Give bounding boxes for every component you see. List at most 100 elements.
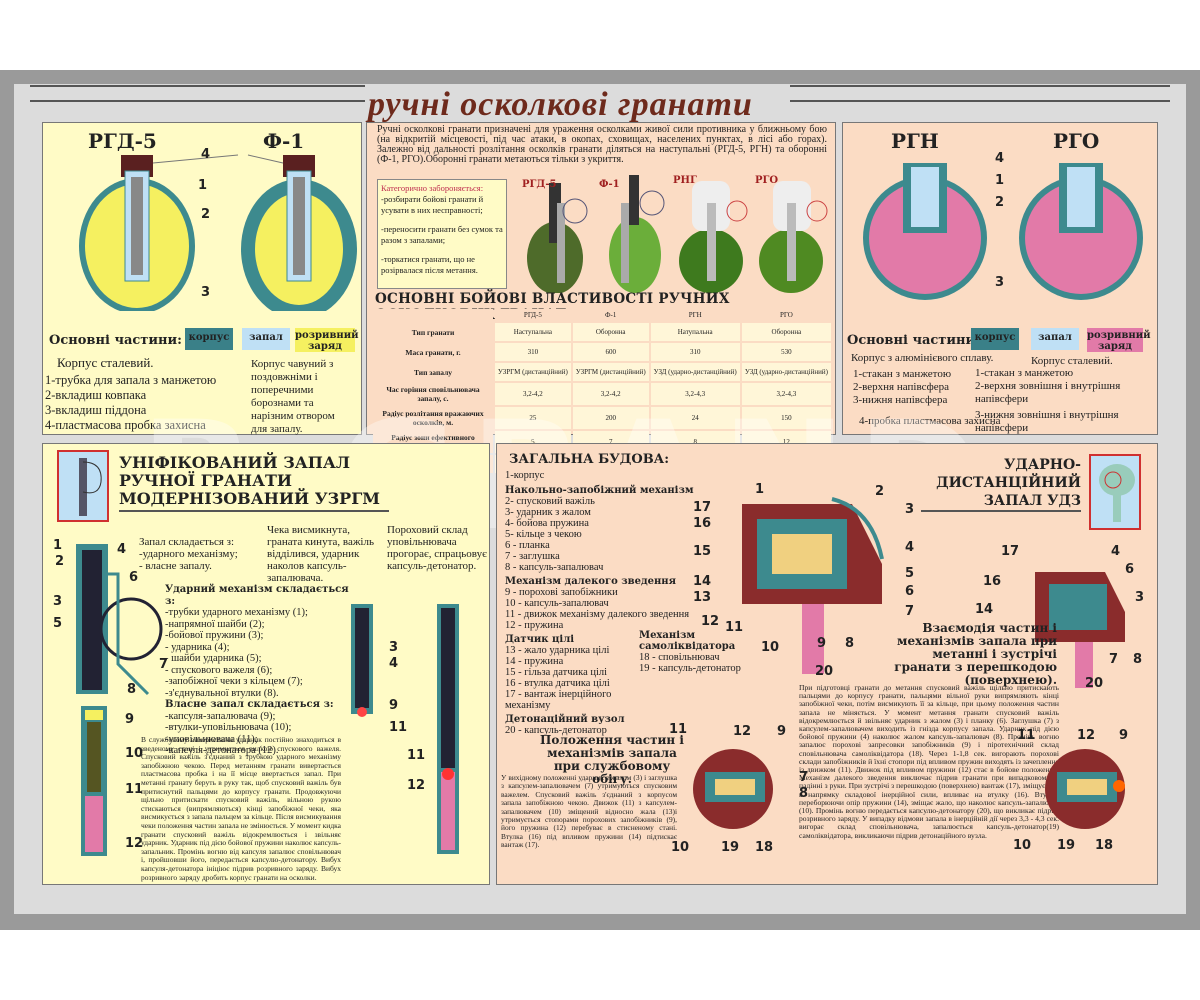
table-cell: УЗРГМ (дистанційний) — [495, 363, 571, 381]
photo-label-f1: Ф-1 — [599, 179, 620, 190]
interaction-heading: Взаємодія частин і механізмів запала при… — [894, 621, 1057, 687]
table-cell: Оборонна — [741, 323, 831, 341]
uzrgm-photo — [57, 450, 109, 522]
list-item: 10 - капсуль-запалювач — [505, 598, 609, 609]
callout-number: 17 — [693, 500, 712, 515]
row-label: Радіус розлітання вражаючих осколків, м. — [373, 407, 493, 429]
callout-number: 4 — [905, 540, 915, 555]
udz-armed-diagram — [1045, 749, 1125, 829]
callout-number: 3 — [1135, 590, 1145, 605]
poster-title: ручні осколкові гранати — [368, 86, 753, 123]
photo-label-rgo: РГО — [755, 175, 779, 186]
panel-rgd5-f1: РГД-5 Ф-1 4 1 2 3 Основні частини: корпу… — [42, 122, 362, 435]
list-item: -уповільнювача (11); — [165, 733, 258, 745]
rgd5-body: Корпус сталевий. — [57, 355, 154, 370]
table-cell: 310 — [495, 343, 571, 361]
list-item: 1-корпус — [505, 470, 545, 481]
table-cell: Наступальна — [495, 323, 571, 341]
callout-number: 7 — [905, 604, 915, 619]
legend-charge: розривний заряд — [295, 328, 359, 352]
callout-3: 3 — [53, 594, 63, 609]
self-destruct-list: Механізм самоліквідатора 18 - сповільнюв… — [639, 630, 759, 674]
udz-photo — [1089, 454, 1141, 530]
legend-fuse: запал — [242, 328, 290, 350]
list-item: 15 - гільза датчика цілі — [505, 667, 608, 678]
list-item: -капсуля-детонатора (12). — [165, 745, 279, 756]
callout-4: 4 — [389, 656, 399, 671]
table-cell: Натупальна — [650, 323, 740, 341]
callout-number: 8 — [799, 786, 809, 801]
part-item: 2-верхня зовнішня і внутрішня напівсфери — [975, 380, 1121, 405]
text-line: - власне запалу. — [139, 560, 212, 572]
callout-3: 3 — [389, 640, 399, 655]
list-item: 6 - планка — [505, 540, 550, 551]
callout-number: 4 — [1111, 544, 1121, 559]
column-header: Ф-1 — [572, 309, 649, 321]
grenade-photos — [527, 175, 828, 293]
composition: Запал складається з:-ударного механізму;… — [139, 536, 238, 572]
group-title: Механізм самоліквідатора — [639, 630, 736, 652]
uzrgm-stage-diagrams — [351, 604, 459, 854]
row-label: Маса гранати, г. — [373, 343, 493, 361]
table-cell: 3,2-4,3 — [650, 383, 740, 405]
list-item: 14 - пружина — [505, 656, 564, 667]
table-cell: 310 — [650, 343, 740, 361]
callout-number: 10 — [671, 840, 690, 855]
table-cell: УЗРГМ (дистанційний) — [572, 363, 649, 381]
table-row: Час горіння сповільнювача запалу, с. 3,2-… — [373, 383, 831, 405]
warning-item: -переносити гранати без сумок та разом з… — [381, 224, 503, 245]
part-item: 3-нижня напівсфера — [853, 394, 948, 406]
callout-11: 11 — [389, 720, 408, 735]
row-label: Тип гранати — [373, 323, 493, 341]
callout-number: 17 — [1001, 544, 1020, 559]
rgn-body: Корпус з алюмінієвого сплаву. — [851, 352, 994, 364]
callout-number: 6 — [905, 584, 915, 599]
intro-text: Ручні осколкові гранати призначені для у… — [377, 124, 827, 165]
legend-fuse: запал — [1031, 328, 1079, 350]
udz-impact-diagram — [1035, 572, 1125, 688]
column-header: РГН — [650, 309, 740, 321]
row-label: Час горіння сповільнювача запалу, с. — [373, 383, 493, 405]
f1-body: Корпус чавуний з поздовжніми і поперечни… — [251, 358, 335, 435]
callout-number: 1 — [755, 482, 765, 497]
service-heading: Положення частин і механізмів запала при… — [540, 733, 684, 786]
list-item: 9 - порохові запобіжники — [505, 587, 618, 598]
part-item: 2-вкладиш ковпака — [45, 388, 147, 402]
callout-number: 19 — [721, 840, 740, 855]
callout-1: 1 — [995, 173, 1005, 188]
legend-charge: розривний заряд — [1087, 328, 1151, 352]
list-item: 13 - жало ударника цілі — [505, 645, 610, 656]
callout-2: 2 — [55, 554, 65, 569]
list-item: 17 - вантаж інерційного механізму — [505, 689, 612, 711]
callout-number: 11 — [669, 722, 688, 737]
list-item: 16 - втулка датчика цілі — [505, 678, 610, 689]
callout-1: 1 — [198, 178, 208, 193]
table-cell: 530 — [741, 343, 831, 361]
list-item: -напрямної шайби (2); — [165, 618, 265, 630]
list-item: 8 - капсуль-запалювач — [505, 562, 604, 573]
list-item: 18 - сповільнювач — [639, 652, 720, 663]
common-part: 4-пробка пластмасова захисна — [859, 415, 1001, 427]
callout-7: 7 — [159, 657, 169, 672]
warning-item: -розбирати бойові гранати й усувати в ни… — [381, 194, 484, 215]
callout-number: 12 — [733, 724, 752, 739]
callout-number: 11 — [725, 620, 744, 635]
table-cell: 24 — [650, 407, 740, 429]
list-item: 11 - движок механізму далекого зведення — [505, 609, 690, 620]
table-row: Радіус розлітання вражаючих осколків, м.… — [373, 407, 831, 429]
list-item: - шайби ударника (5); — [165, 653, 262, 664]
table-cell: Оборонна — [572, 323, 649, 341]
callout-number: 12 — [701, 614, 720, 629]
list-item: -капсуля-запалювача (9); — [165, 710, 276, 722]
callout-number: 5 — [905, 566, 915, 581]
list-item: 3- ударник з жалом — [505, 507, 591, 518]
list-item: - спускового важеля (6); — [165, 664, 273, 676]
callout-number: 16 — [693, 516, 712, 531]
callout-number: 9 — [777, 724, 787, 739]
panel-uzrgm: УНІФІКОВАНИЙ ЗАПАЛ РУЧНОЇ ГРАНАТИ МОДЕРН… — [42, 443, 490, 885]
